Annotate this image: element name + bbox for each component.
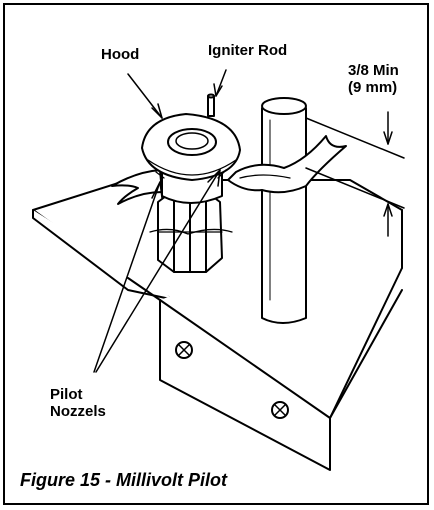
screw-right [271,401,289,419]
igniter-rod-label: Igniter Rod [208,42,288,59]
flame-right [227,135,347,194]
flame-left [111,169,163,205]
figure-caption: Figure 15 - Millivolt Pilot [20,470,228,490]
clearance-label-line2: (9 mm) [348,79,398,96]
screw-left [175,341,193,359]
thermocouple-tube [261,97,307,324]
hex-nut [149,189,233,273]
pilot-nozzles-label-line1: Pilot [50,386,83,403]
leader-lines [93,69,227,373]
pilot-nozzles-label-line2: Nozzels [50,403,106,420]
clearance-label-line1: 3/8 Min [348,62,399,79]
hood [141,113,241,181]
igniter-rod [207,93,215,117]
hood-label: Hood [101,46,140,63]
clearance-dimension [305,111,405,237]
